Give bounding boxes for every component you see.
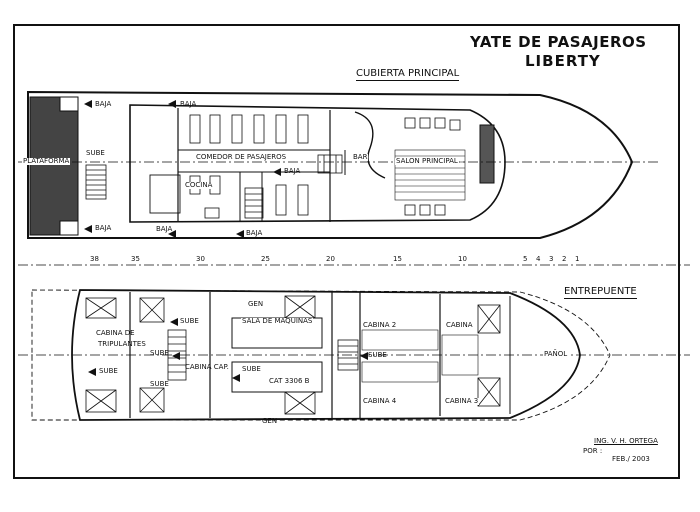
title-line-2: LIBERTY: [525, 52, 601, 70]
main-deck-plan: [27, 90, 634, 239]
label-baja: BAJA: [95, 100, 112, 108]
frame-number: 10: [458, 255, 467, 263]
lower-deck-title: ENTREPUENTE: [564, 286, 637, 299]
frame-number: 1: [575, 255, 580, 263]
label-baja: BAJA: [246, 229, 263, 237]
label-generator: GEN: [248, 300, 264, 308]
label-engine-room: SALA DE MAQUINAS: [241, 317, 314, 325]
label-crew: TRIPULANTES: [98, 340, 146, 348]
label-cabin-2: CABINA 2: [362, 321, 398, 329]
salon-floor: [394, 149, 466, 201]
label-sube: SUBE: [150, 380, 169, 388]
label-baja: BAJA: [180, 100, 197, 108]
label-locker: PAÑOL: [543, 350, 569, 358]
main-stairs: [85, 154, 343, 219]
label-main-salon: SALON PRINCIPAL: [395, 157, 459, 165]
label-cabin-3: CABINA 3: [444, 397, 480, 405]
label-baja: BAJA: [95, 224, 112, 232]
author-name: ING. V. H. ORTEGA: [594, 437, 658, 445]
outer-frame: [13, 24, 680, 479]
drawing-date: FEB./ 2003: [612, 455, 650, 463]
frame-number: 5: [523, 255, 528, 263]
label-baja: BAJA: [284, 167, 301, 175]
bar-counter: [354, 111, 386, 179]
label-platform: PLATAFORMA: [22, 157, 71, 165]
label-engine-model: CAT 3306 B: [268, 377, 311, 385]
label-galley: COCINA: [184, 181, 214, 189]
label-crew-cabin: CABINA DE: [96, 329, 135, 337]
label-sube: SUBE: [86, 149, 105, 157]
helm-console: [479, 124, 495, 184]
label-generator: GEN: [262, 417, 278, 425]
main-deck-title: CUBIERTA PRINCIPAL: [356, 68, 460, 81]
label-sube: SUBE: [99, 367, 118, 375]
label-dining-room: COMEDOR DE PASAJEROS: [195, 153, 288, 161]
lower-arrows: [88, 318, 368, 382]
dining-tables: [189, 114, 309, 216]
frame-number: 30: [196, 255, 205, 263]
label-sube: SUBE: [242, 365, 261, 373]
engine-starboard: [231, 361, 323, 393]
frame-number: 2: [562, 255, 567, 263]
frame-number: 38: [90, 255, 99, 263]
label-captain-cabin: CABINA CAP.: [185, 363, 229, 371]
platform-area: [29, 96, 79, 236]
salon-seats: [404, 117, 461, 216]
label-sube: SUBE: [150, 349, 169, 357]
frame-number: 35: [131, 255, 140, 263]
frame-number: 3: [549, 255, 554, 263]
frame-number: 25: [261, 255, 270, 263]
label-baja: BAJA: [156, 225, 173, 233]
label-sube: SUBE: [368, 351, 387, 359]
author-prefix: POR :: [583, 447, 603, 455]
label-sube: SUBE: [180, 317, 199, 325]
main-arrows: [84, 100, 281, 238]
label-cabin-4: CABINA 4: [362, 397, 398, 405]
lower-fixtures: [85, 295, 501, 415]
title-line-1: YATE DE PASAJEROS: [470, 33, 647, 51]
lower-deck-sheer: [31, 289, 611, 421]
galley-block: [149, 174, 181, 214]
frame-number: 15: [393, 255, 402, 263]
frame-number: 4: [536, 255, 541, 263]
frame-number: 20: [326, 255, 335, 263]
label-cabin: CABINA: [445, 321, 474, 329]
label-bar: BAR: [352, 153, 369, 161]
